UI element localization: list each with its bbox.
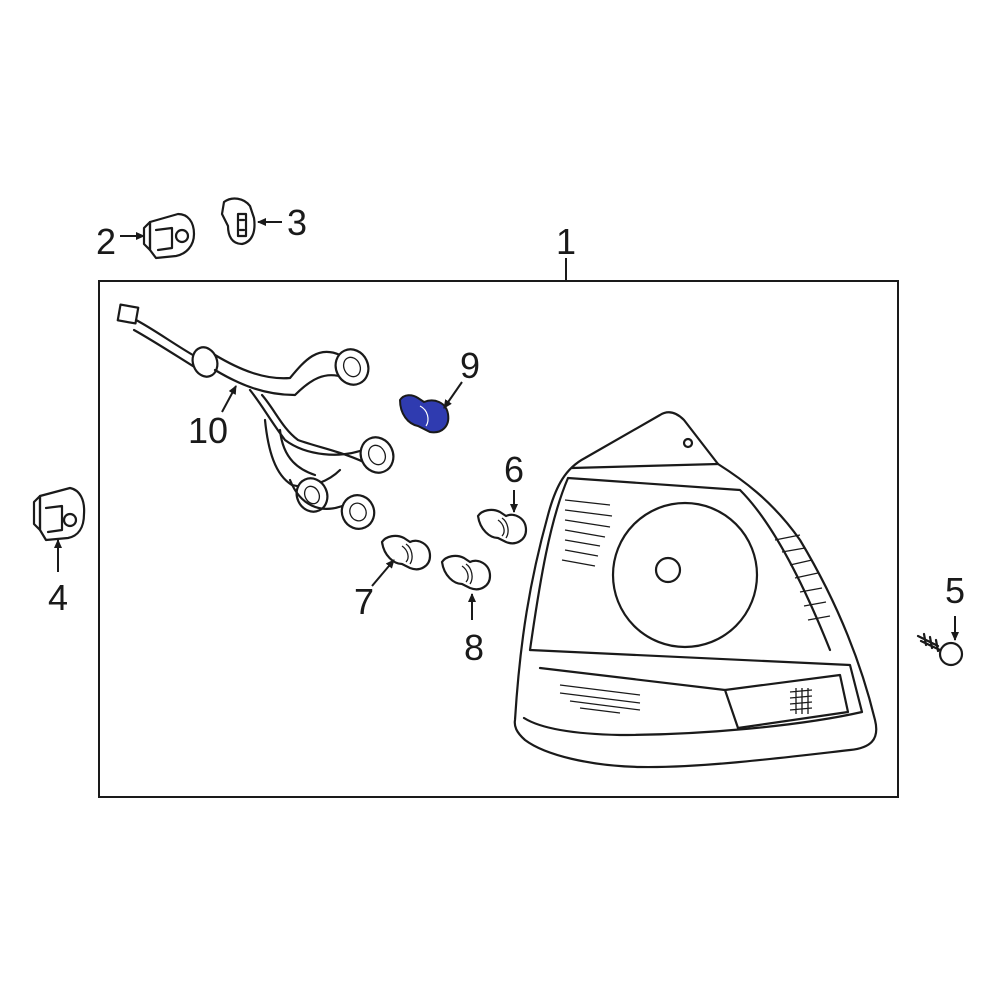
part-2-clip[interactable]	[142, 212, 196, 260]
callout-9: 9	[460, 345, 480, 386]
callout-7: 7	[354, 581, 374, 622]
assembly-frame	[98, 280, 899, 798]
part-6-bulb[interactable]	[476, 508, 528, 545]
callout-8: 8	[464, 627, 484, 668]
tail-lamp-assembly[interactable]	[513, 411, 878, 769]
callout-3: 3	[287, 202, 307, 243]
part-3-grommet[interactable]	[220, 197, 256, 246]
wiring-harness[interactable]	[116, 303, 399, 535]
part-9-bulb-highlighted[interactable]	[398, 394, 450, 434]
callout-1: 1	[556, 221, 576, 262]
callout-10: 10	[188, 410, 228, 451]
callout-6: 6	[504, 449, 524, 490]
callout-2: 2	[96, 221, 116, 262]
part-8-bulb[interactable]	[440, 554, 492, 591]
part-4-clip[interactable]	[32, 486, 86, 542]
callout-5: 5	[945, 570, 965, 611]
callout-4: 4	[48, 577, 68, 618]
callout-arrows	[54, 218, 959, 641]
part-5-screw[interactable]	[916, 632, 964, 667]
